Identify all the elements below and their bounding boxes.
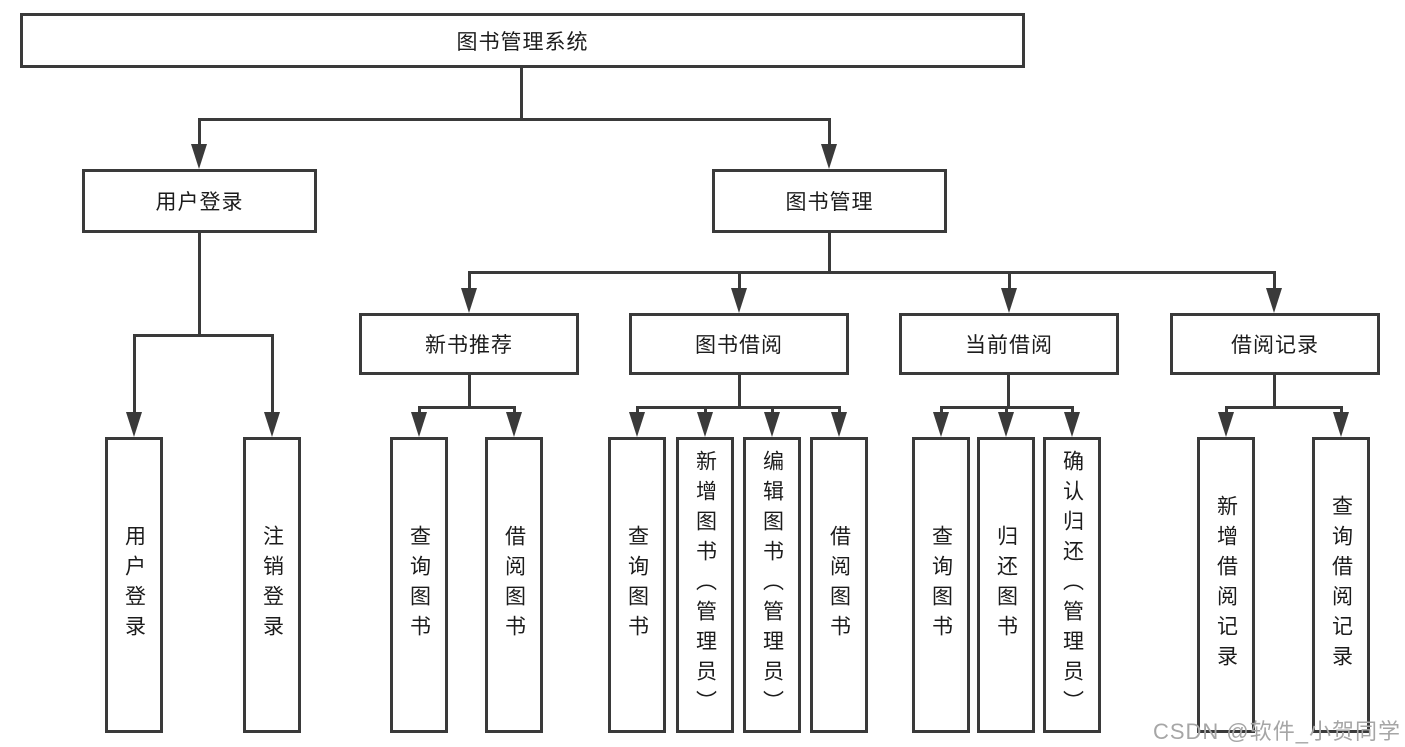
connector-line bbox=[468, 375, 471, 409]
connector-line bbox=[1071, 406, 1074, 416]
connector-line bbox=[1008, 271, 1011, 291]
connector-line bbox=[1225, 406, 1343, 409]
leaf-borrow-query-label: 查询图书 bbox=[625, 525, 649, 645]
leaf-current-return: 归还图书 bbox=[977, 437, 1035, 733]
arrowhead-icon bbox=[629, 412, 645, 437]
leaf-current-confirm: 确认归还（管理员） bbox=[1043, 437, 1101, 733]
arrowhead-icon bbox=[731, 288, 747, 313]
arrowhead-icon bbox=[764, 412, 780, 437]
node-book-mgmt: 图书管理 bbox=[712, 169, 947, 233]
leaf-borrow-query: 查询图书 bbox=[608, 437, 666, 733]
leaf-borrow-borrow: 借阅图书 bbox=[810, 437, 868, 733]
connector-line bbox=[520, 68, 523, 121]
node-book-borrow: 图书借阅 bbox=[629, 313, 849, 375]
leaf-newbook-query-label: 查询图书 bbox=[407, 525, 431, 645]
leaf-logout-label: 注销登录 bbox=[260, 525, 284, 645]
arrowhead-icon bbox=[998, 412, 1014, 437]
leaf-borrow-add-label: 新增图书（管理员） bbox=[693, 450, 717, 720]
leaf-newbook-borrow: 借阅图书 bbox=[485, 437, 543, 733]
csdn-watermark: CSDN @软件_小贺同学 bbox=[1152, 719, 1401, 744]
node-user-login: 用户登录 bbox=[82, 169, 317, 233]
connector-line bbox=[738, 375, 741, 409]
leaf-user-login-label: 用户登录 bbox=[122, 525, 146, 645]
node-borrow-record: 借阅记录 bbox=[1170, 313, 1380, 375]
node-new-book-label: 新书推荐 bbox=[425, 334, 513, 357]
leaf-newbook-query: 查询图书 bbox=[390, 437, 448, 733]
leaf-current-query: 查询图书 bbox=[912, 437, 970, 733]
node-book-borrow-label: 图书借阅 bbox=[695, 334, 783, 357]
leaf-borrow-borrow-label: 借阅图书 bbox=[827, 525, 851, 645]
connector-line bbox=[828, 233, 831, 274]
connector-line bbox=[468, 271, 1276, 274]
connector-line bbox=[1340, 406, 1343, 416]
leaf-record-add-label: 新增借阅记录 bbox=[1214, 495, 1238, 675]
node-root: 图书管理系统 bbox=[20, 13, 1025, 68]
arrowhead-icon bbox=[506, 412, 522, 437]
leaf-borrow-add: 新增图书（管理员） bbox=[676, 437, 734, 733]
connector-line bbox=[468, 271, 471, 291]
connector-line bbox=[133, 334, 136, 414]
leaf-current-return-label: 归还图书 bbox=[994, 525, 1018, 645]
leaf-current-confirm-label: 确认归还（管理员） bbox=[1060, 450, 1084, 720]
connector-line bbox=[1225, 406, 1228, 416]
connector-line bbox=[636, 406, 841, 409]
arrowhead-icon bbox=[1218, 412, 1234, 437]
connector-line bbox=[1007, 375, 1010, 409]
connector-line bbox=[838, 406, 841, 416]
connector-line bbox=[636, 406, 639, 416]
leaf-record-query: 查询借阅记录 bbox=[1312, 437, 1370, 733]
connector-line bbox=[418, 406, 421, 416]
connector-line bbox=[198, 118, 831, 121]
arrowhead-icon bbox=[191, 144, 207, 169]
connector-line bbox=[1273, 375, 1276, 409]
leaf-record-query-label: 查询借阅记录 bbox=[1329, 495, 1353, 675]
node-book-mgmt-label: 图书管理 bbox=[785, 191, 874, 214]
leaf-borrow-edit: 编辑图书（管理员） bbox=[743, 437, 801, 733]
connector-line bbox=[133, 334, 274, 337]
node-new-book: 新书推荐 bbox=[359, 313, 579, 375]
arrowhead-icon bbox=[1266, 288, 1282, 313]
leaf-borrow-edit-label: 编辑图书（管理员） bbox=[760, 450, 784, 720]
leaf-record-add: 新增借阅记录 bbox=[1197, 437, 1255, 733]
node-borrow-record-label: 借阅记录 bbox=[1231, 334, 1319, 357]
arrowhead-icon bbox=[264, 412, 280, 437]
connector-line bbox=[418, 406, 516, 409]
connector-line bbox=[828, 118, 831, 146]
leaf-user-login: 用户登录 bbox=[105, 437, 163, 733]
arrowhead-icon bbox=[1064, 412, 1080, 437]
connector-line bbox=[704, 406, 707, 416]
connector-line bbox=[271, 334, 274, 414]
leaf-current-query-label: 查询图书 bbox=[929, 525, 953, 645]
arrowhead-icon bbox=[411, 412, 427, 437]
arrowhead-icon bbox=[697, 412, 713, 437]
node-root-label: 图书管理系统 bbox=[456, 30, 589, 54]
arrowhead-icon bbox=[831, 412, 847, 437]
node-current-borrow-label: 当前借阅 bbox=[965, 334, 1053, 357]
arrowhead-icon bbox=[821, 144, 837, 169]
arrowhead-icon bbox=[461, 288, 477, 313]
arrowhead-icon bbox=[126, 412, 142, 437]
node-current-borrow: 当前借阅 bbox=[899, 313, 1119, 375]
connector-line bbox=[198, 233, 201, 337]
arrowhead-icon bbox=[1001, 288, 1017, 313]
connector-line bbox=[1273, 271, 1276, 291]
leaf-newbook-borrow-label: 借阅图书 bbox=[502, 525, 526, 645]
connector-line bbox=[513, 406, 516, 416]
connector-line bbox=[940, 406, 943, 416]
arrowhead-icon bbox=[1333, 412, 1349, 437]
node-user-login-label: 用户登录 bbox=[155, 191, 244, 214]
arrowhead-icon bbox=[933, 412, 949, 437]
leaf-logout: 注销登录 bbox=[243, 437, 301, 733]
connector-line bbox=[771, 406, 774, 416]
connector-line bbox=[738, 271, 741, 291]
connector-line bbox=[1005, 406, 1008, 416]
connector-line bbox=[198, 118, 201, 146]
